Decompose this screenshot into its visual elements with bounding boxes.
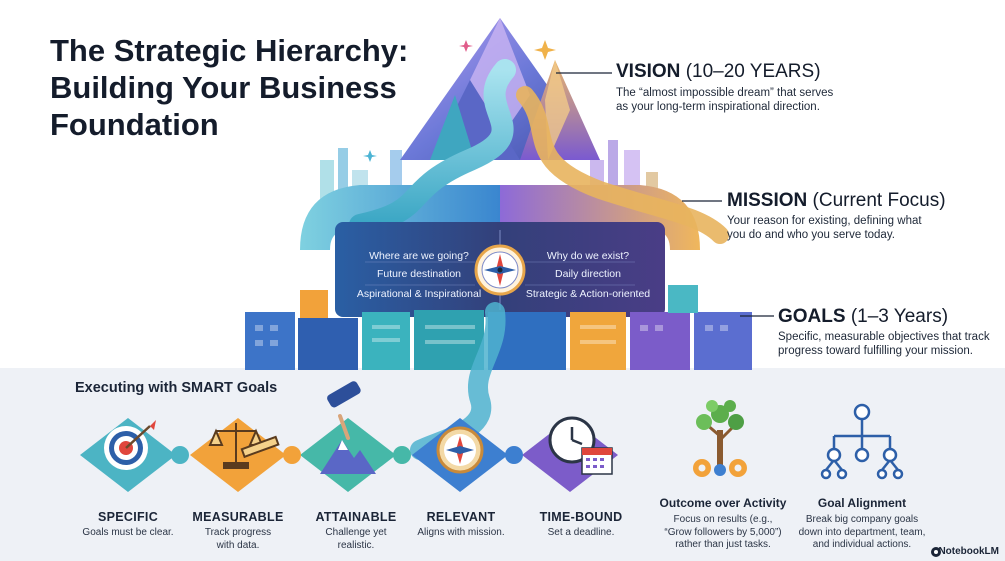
clock-calendar-icon: [548, 416, 613, 475]
org-chart-icon: [820, 403, 904, 480]
tree-gears-icon: [693, 400, 747, 477]
smart-label: RELEVANT: [426, 510, 496, 524]
vision-heading: VISION (10–20 YEARS): [616, 61, 821, 82]
smart-item-time-bound: TIME-BOUND Set a deadline.: [516, 510, 646, 540]
principle-title: Outcome over Activity: [659, 496, 787, 510]
vision-description: The “almost impossible dream” that serve…: [616, 87, 834, 113]
goals-heading: GOALS (1–3 Years): [778, 306, 949, 327]
panel-left-line-2: Future destination: [376, 268, 462, 280]
smart-description: Set a deadline.: [547, 527, 615, 538]
mountain-peak-icon: [320, 381, 376, 474]
panel-left-line-3: Aspirational & Inspirational: [356, 288, 482, 300]
mission-description: Your reason for existing, defining what …: [727, 215, 922, 241]
principle-description: Focus on results (e.g., “Grow followers …: [664, 514, 782, 550]
smart-heading: Executing with SMART Goals: [75, 380, 278, 396]
principle-title: Goal Alignment: [817, 496, 907, 510]
scales-icon: [208, 423, 280, 469]
panel-right-line-3: Strategic & Action-oriented: [525, 288, 651, 300]
page-title: The Strategic Hierarchy: Building Your B…: [50, 33, 409, 142]
smart-label: SPECIFIC: [97, 510, 159, 524]
goals-description: Specific, measurable objectives that tra…: [778, 331, 990, 357]
smart-item-specific: SPECIFIC Goals must be clear.: [63, 510, 193, 540]
smart-description: Goals must be clear.: [82, 527, 174, 538]
smart-label: ATTAINABLE: [315, 510, 397, 524]
sparkle-icon: [363, 40, 556, 162]
panel-right-line-1: Why do we exist?: [546, 250, 630, 262]
panel-left-line-1: Where are we going?: [369, 250, 469, 262]
notebooklm-watermark: NotebookLM: [938, 546, 999, 557]
principle-description: Break big company goals down into depart…: [798, 514, 926, 550]
compass-icon: [474, 244, 526, 296]
smart-item-relevant: RELEVANT Aligns with mission.: [396, 510, 526, 540]
winding-road: [349, 59, 516, 236]
mission-heading: MISSION (Current Focus): [727, 190, 946, 211]
principle-goal-alignment: Goal Alignment Break big company goals d…: [792, 496, 932, 552]
smart-label: MEASURABLE: [192, 510, 284, 524]
target-icon: [104, 420, 156, 470]
smart-label: TIME-BOUND: [539, 510, 623, 524]
relevant-compass-icon: [436, 426, 484, 474]
panel-right-line-2: Daily direction: [555, 268, 621, 280]
principle-outcome-over-activity: Outcome over Activity Focus on results (…: [653, 496, 793, 552]
goals-buildings: [245, 285, 752, 370]
smart-description: Aligns with mission.: [417, 527, 505, 538]
notebooklm-logo-icon: [931, 547, 941, 557]
